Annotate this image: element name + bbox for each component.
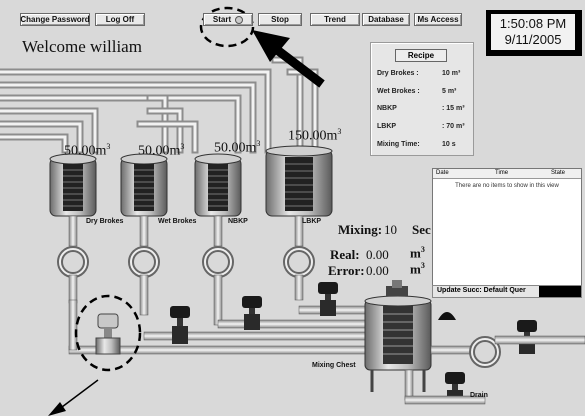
- clock-date: 9/11/2005: [504, 32, 562, 47]
- annotation-arrow-start-icon: [252, 30, 325, 88]
- recipe-button[interactable]: Recipe: [395, 49, 447, 62]
- annotation-arrow-valve-icon: [48, 379, 99, 416]
- error-unit: m3: [410, 261, 425, 277]
- trend-button[interactable]: Trend: [310, 13, 360, 26]
- tank-label-wet-brokes: Wet Brokes: [158, 218, 197, 225]
- drain-label: Drain: [470, 392, 488, 399]
- real-unit: m3: [410, 245, 425, 261]
- column-time[interactable]: Time: [495, 170, 509, 176]
- mixing-label: Mixing:: [338, 222, 383, 237]
- recipe-panel: Recipe Dry Brokes :10 m³ Wet Brokes :5 m…: [370, 42, 474, 156]
- tank-lbkp: [265, 145, 333, 217]
- tank-dry-brokes: [49, 153, 97, 217]
- tank-wet-brokes: [120, 153, 168, 217]
- mixing-value: 10: [384, 222, 397, 237]
- column-date[interactable]: Date: [436, 170, 449, 176]
- start-button[interactable]: Start: [203, 13, 253, 26]
- tank-outlet-pipes: [57, 215, 315, 326]
- tank-nbkp: [194, 153, 242, 217]
- ms-access-button[interactable]: Ms Access: [414, 13, 462, 26]
- manual-valve: [95, 313, 121, 355]
- clock-display: 1:50:08 PM 9/11/2005: [491, 14, 575, 50]
- clock-panel: 1:50:08 PM 9/11/2005: [486, 10, 582, 56]
- tank-volume-wet-brokes: 50.00m3: [138, 142, 185, 159]
- database-button[interactable]: Database: [362, 13, 410, 26]
- event-log-empty-message: There are no items to show in this view: [455, 183, 559, 189]
- error-label: Error:: [328, 263, 365, 278]
- change-password-button[interactable]: Change Password: [20, 13, 90, 26]
- mixing-chest-vessel: [364, 280, 432, 392]
- log-off-button[interactable]: Log Off: [95, 13, 145, 26]
- column-state[interactable]: State: [551, 170, 566, 176]
- event-log-status-field: [539, 286, 581, 297]
- tank-label-dry-brokes: Dry Brokes: [86, 218, 124, 225]
- mixing-chest-label: Mixing Chest: [312, 362, 356, 369]
- clock-time: 1:50:08 PM: [499, 16, 567, 31]
- start-indicator-icon: [235, 15, 244, 24]
- outlet-pipes: [404, 335, 585, 405]
- indicator-lamp-icon: [438, 312, 456, 320]
- real-value: 0.00: [366, 247, 389, 262]
- event-log-status-bar: Update Succ: Default Quer: [432, 285, 582, 298]
- event-log-status-text: Update Succ: Default Quer: [437, 287, 526, 294]
- tank-volume-nbkp: 50.00m3: [214, 139, 261, 156]
- welcome-message: Welcome william: [22, 37, 142, 56]
- start-button-label: Start: [212, 15, 232, 24]
- tank-volume-dry-brokes: 50.00m3: [64, 142, 111, 159]
- error-value: 0.00: [366, 263, 389, 278]
- control-valves: [170, 282, 537, 404]
- event-log-header: Date Time State: [433, 169, 581, 179]
- tank-label-lbkp: LBKP: [302, 218, 322, 225]
- stop-button[interactable]: Stop: [258, 13, 302, 26]
- real-label: Real:: [330, 247, 360, 262]
- overhead-pipes: [0, 56, 319, 154]
- event-log-list[interactable]: Date Time State There are no items to sh…: [432, 168, 582, 286]
- tank-label-nbkp: NBKP: [228, 218, 248, 225]
- tank-volume-lbkp: 150.00m3: [288, 127, 342, 144]
- mixing-unit: Sec: [412, 222, 431, 237]
- annotation-circle-valve: [74, 294, 142, 372]
- annotation-circle-start: [199, 6, 255, 48]
